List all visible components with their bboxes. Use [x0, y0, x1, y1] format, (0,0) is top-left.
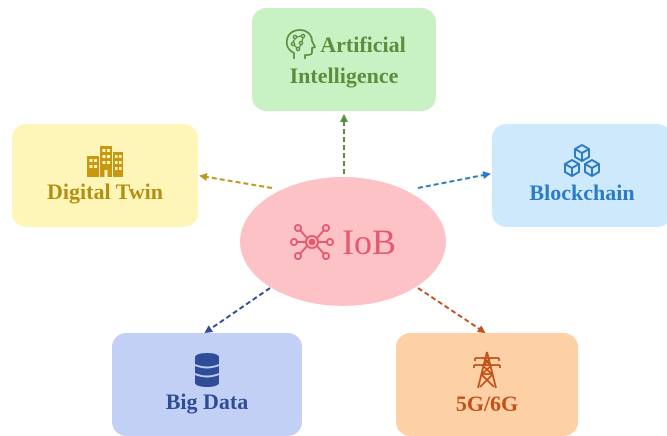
blockchain-cubes-icon — [564, 144, 600, 178]
big-data-label: Big Data — [165, 389, 249, 415]
buildings-icon — [87, 146, 123, 178]
network-hub-icon — [290, 223, 334, 260]
edge-iob-to-digital-twin — [199, 173, 273, 189]
transmission-tower-icon — [473, 351, 501, 389]
database-icon — [194, 353, 220, 388]
edge-iob-to-5g6g — [417, 287, 486, 334]
iob-center-node: IoB — [240, 177, 446, 306]
edge-iob-to-blockchain — [417, 171, 491, 189]
ai-head-icon — [286, 29, 317, 60]
ai-label-line2: Intelligence — [289, 63, 399, 89]
node-blockchain: Blockchain — [492, 124, 667, 227]
iob-label: IoB — [342, 221, 396, 262]
digital-twin-label: Digital Twin — [47, 179, 163, 205]
node-5g-6g: 5G/6G — [396, 333, 578, 436]
node-big-data: Big Data — [112, 333, 302, 436]
node-digital-twin: Digital Twin — [12, 124, 198, 227]
5g-6g-label: 5G/6G — [455, 391, 519, 417]
node-artificial-intelligence: Artificial Intelligence — [252, 8, 436, 111]
blockchain-label: Blockchain — [529, 180, 635, 206]
ai-label-line1: Artificial — [320, 31, 406, 57]
edge-iob-to-big-data — [204, 287, 271, 334]
